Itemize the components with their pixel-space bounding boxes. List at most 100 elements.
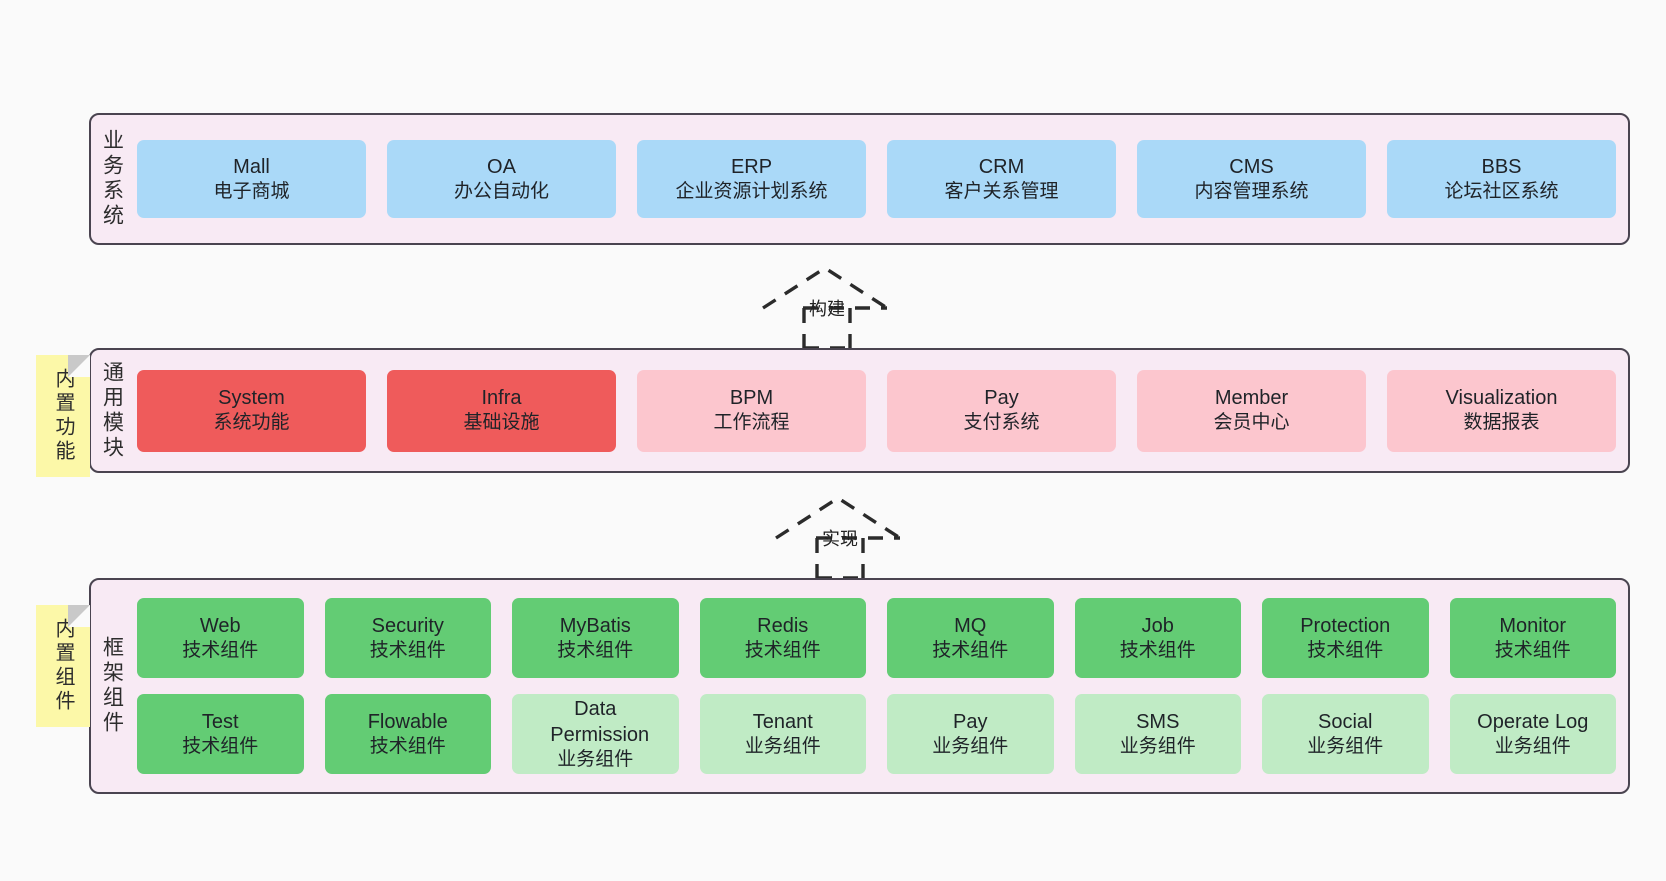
business-box-crm[interactable]: CRM 客户关系管理 [887,140,1116,218]
business-box-erp-name: ERP [730,155,773,178]
framework-box-data-permission[interactable]: Data Permission 业务组件 [512,694,679,774]
framework-box-web-name: Web [199,614,241,637]
connector-build-label: 构建 [809,299,845,319]
framework-box-redis[interactable]: Redis 技术组件 [699,598,866,678]
framework-box-protection[interactable]: Protection 技术组件 [1262,598,1429,678]
framework-box-mybatis-sub: 技术组件 [557,639,634,661]
framework-box-redis-sub: 技术组件 [744,639,821,661]
layer-business-system-body: Mall 电子商城 OA 办公自动化 ERP 企业资源计划系统 CRM 客户关系… [133,115,1628,243]
framework-box-social-name: Social [1318,710,1373,733]
module-box-member[interactable]: Member 会员中心 [1137,369,1366,452]
business-box-bbs[interactable]: BBS 论坛社区系统 [1387,140,1616,218]
business-box-crm-sub: 客户关系管理 [944,180,1059,202]
module-box-infra-sub: 基础设施 [463,412,540,434]
module-box-pay-name: Pay [984,387,1019,410]
framework-box-social[interactable]: Social 业务组件 [1262,694,1429,774]
business-box-cms-sub: 内容管理系统 [1194,180,1309,202]
business-system-row: Mall 电子商城 OA 办公自动化 ERP 企业资源计划系统 CRM 客户关系… [137,140,1616,218]
module-box-bpm[interactable]: BPM 工作流程 [637,369,866,452]
framework-box-job-sub: 技术组件 [1119,639,1196,661]
framework-box-test[interactable]: Test 技术组件 [137,694,304,774]
business-box-bbs-sub: 论坛社区系统 [1444,180,1559,202]
framework-box-pay-sub: 业务组件 [932,735,1009,757]
framework-box-test-sub: 技术组件 [182,735,259,757]
framework-box-security-sub: 技术组件 [369,639,446,661]
module-box-bpm-name: BPM [729,387,774,410]
layer-common-module: 通用模块 System 系统功能 Infra 基础设施 BPM 工作流程 Pay… [89,348,1630,473]
framework-box-security[interactable]: Security 技术组件 [324,598,491,678]
framework-box-tenant[interactable]: Tenant 业务组件 [699,694,866,774]
business-box-cms-name: CMS [1229,155,1274,178]
framework-box-pay[interactable]: Pay 业务组件 [887,694,1054,774]
business-box-erp-sub: 企业资源计划系统 [675,180,828,202]
framework-tech-row: Web 技术组件 Security 技术组件 MyBatis 技术组件 Redi… [137,598,1616,678]
framework-box-test-name: Test [201,710,239,733]
connector-build: 构建 [757,262,907,350]
framework-box-operate-log[interactable]: Operate Log 业务组件 [1449,694,1616,774]
framework-box-mq-name: MQ [954,614,987,637]
layer-common-module-body: System 系统功能 Infra 基础设施 BPM 工作流程 Pay 支付系统… [133,350,1628,471]
layer-common-module-title: 通用模块 [100,360,124,461]
layer-business-system-title: 业务系统 [100,129,124,229]
framework-box-web-sub: 技术组件 [182,639,259,661]
module-box-infra-name: Infra [481,387,522,410]
layer-framework-component: 框架组件 Web 技术组件 Security 技术组件 MyBatis 技术组件… [89,578,1630,794]
framework-box-flowable[interactable]: Flowable 技术组件 [324,694,491,774]
module-box-visualization-name: Visualization [1445,387,1558,410]
layer-business-system: 业务系统 Mall 电子商城 OA 办公自动化 ERP 企业资源计划系统 CRM… [89,113,1630,245]
module-box-pay[interactable]: Pay 支付系统 [887,369,1116,452]
framework-box-monitor[interactable]: Monitor 技术组件 [1449,598,1616,678]
framework-box-mq-sub: 技术组件 [932,639,1009,661]
framework-box-security-name: Security [371,614,444,637]
framework-box-sms[interactable]: SMS 业务组件 [1074,694,1241,774]
module-box-member-name: Member [1214,387,1289,410]
module-box-system[interactable]: System 系统功能 [137,369,366,452]
framework-box-job[interactable]: Job 技术组件 [1074,598,1241,678]
framework-box-sms-sub: 业务组件 [1119,735,1196,757]
framework-box-protection-name: Protection [1300,614,1391,637]
framework-box-mybatis-name: MyBatis [559,614,631,637]
module-box-system-name: System [218,387,285,410]
framework-box-redis-name: Redis [757,614,809,637]
framework-box-sms-name: SMS [1136,710,1180,733]
framework-box-monitor-name: Monitor [1499,614,1567,637]
business-box-erp[interactable]: ERP 企业资源计划系统 [637,140,866,218]
framework-box-job-name: Job [1141,614,1174,637]
framework-biz-row: Test 技术组件 Flowable 技术组件 Data Permission … [137,694,1616,774]
business-box-crm-name: CRM [978,155,1025,178]
module-box-visualization-sub: 数据报表 [1463,412,1540,434]
layer-framework-component-title: 框架组件 [100,636,124,736]
framework-box-data-permission-name: Data Permission [550,697,650,746]
module-box-infra[interactable]: Infra 基础设施 [387,369,616,452]
business-box-oa-sub: 办公自动化 [453,180,549,202]
connector-implement-label: 实现 [822,529,858,549]
framework-box-operate-log-name: Operate Log [1477,710,1589,733]
module-box-system-sub: 系统功能 [213,412,290,434]
business-box-oa[interactable]: OA 办公自动化 [387,140,616,218]
business-box-mall-name: Mall [233,155,270,178]
note-builtin-feature: 内置功能 [36,355,90,477]
note-builtin-component-label: 内置组件 [52,618,74,714]
framework-box-social-sub: 业务组件 [1307,735,1384,757]
framework-box-tenant-sub: 业务组件 [744,735,821,757]
framework-box-mq[interactable]: MQ 技术组件 [887,598,1054,678]
business-box-oa-name: OA [487,155,516,178]
framework-box-mybatis[interactable]: MyBatis 技术组件 [512,598,679,678]
note-builtin-component: 内置组件 [36,605,90,727]
business-box-bbs-name: BBS [1481,155,1522,178]
common-module-row: System 系统功能 Infra 基础设施 BPM 工作流程 Pay 支付系统… [137,369,1616,452]
module-box-member-sub: 会员中心 [1213,412,1290,434]
framework-box-pay-name: Pay [953,710,988,733]
framework-box-web[interactable]: Web 技术组件 [137,598,304,678]
framework-box-monitor-sub: 技术组件 [1494,639,1571,661]
module-box-bpm-sub: 工作流程 [713,412,790,434]
business-box-mall-sub: 电子商城 [213,180,290,202]
module-box-visualization[interactable]: Visualization 数据报表 [1387,369,1616,452]
business-box-cms[interactable]: CMS 内容管理系统 [1137,140,1366,218]
note-builtin-feature-label: 内置功能 [52,368,74,464]
module-box-pay-sub: 支付系统 [963,412,1040,434]
layer-framework-component-body: Web 技术组件 Security 技术组件 MyBatis 技术组件 Redi… [133,580,1628,792]
framework-box-tenant-name: Tenant [752,710,813,733]
connector-implement: 实现 [770,492,920,580]
business-box-mall[interactable]: Mall 电子商城 [137,140,366,218]
